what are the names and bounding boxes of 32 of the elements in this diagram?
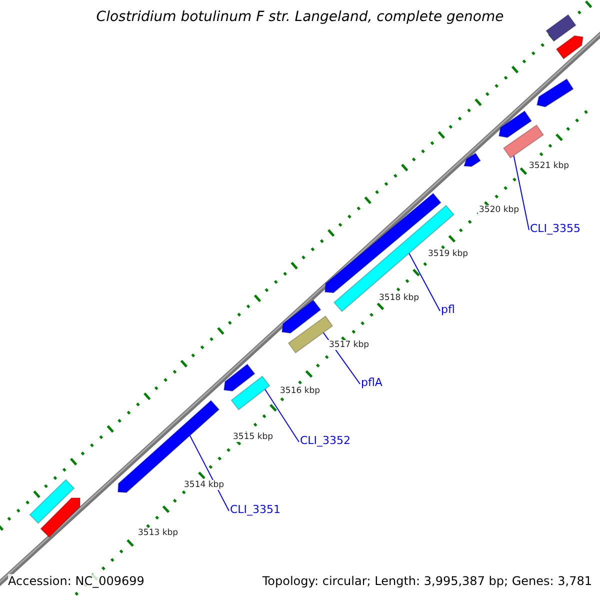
gene-label: pfl bbox=[441, 303, 455, 316]
leader-line bbox=[264, 388, 300, 442]
tick-label: 3518 kbp bbox=[378, 293, 420, 303]
gene-bar bbox=[223, 364, 256, 392]
tick-label: 3516 kbp bbox=[279, 386, 322, 396]
accession-text: Accession: NC_009699 bbox=[8, 574, 144, 588]
gene-bar bbox=[40, 498, 80, 538]
gene-bar bbox=[498, 110, 532, 138]
tick-label: 3520 kbp bbox=[478, 205, 520, 215]
tick-label: 3521 kbp bbox=[528, 161, 570, 171]
tick-label: 3513 kbp bbox=[137, 528, 180, 538]
gene-bar bbox=[281, 300, 322, 334]
leader-line bbox=[189, 435, 230, 512]
gene-bar bbox=[556, 35, 584, 60]
tick-label: 3514 kbp bbox=[183, 480, 226, 490]
gene-label: pflA bbox=[361, 376, 382, 389]
genome-summary-text: Topology: circular; Length: 3,995,387 bp; Genes: 3,781 bbox=[262, 574, 592, 588]
gene-label: CLI_3351 bbox=[230, 503, 281, 516]
gene-bar bbox=[230, 376, 270, 410]
gene-label: CLI_3355 bbox=[530, 222, 581, 235]
leader-line bbox=[513, 155, 530, 230]
gene-bar bbox=[29, 479, 75, 524]
diagram-title: Clostridium botulinum F str. Langeland, complete genome bbox=[95, 9, 505, 25]
gene-bar bbox=[502, 124, 544, 159]
gene-bar bbox=[463, 152, 482, 168]
tick-label: 3517 kbp bbox=[328, 340, 370, 350]
tick-label: 3519 kbp bbox=[427, 249, 470, 259]
gene-bar bbox=[536, 78, 574, 108]
leader-line bbox=[408, 252, 440, 312]
tick-label: 3515 kbp bbox=[232, 432, 274, 442]
gene-bar bbox=[545, 14, 577, 42]
gene-label: CLI_3352 bbox=[300, 434, 351, 447]
